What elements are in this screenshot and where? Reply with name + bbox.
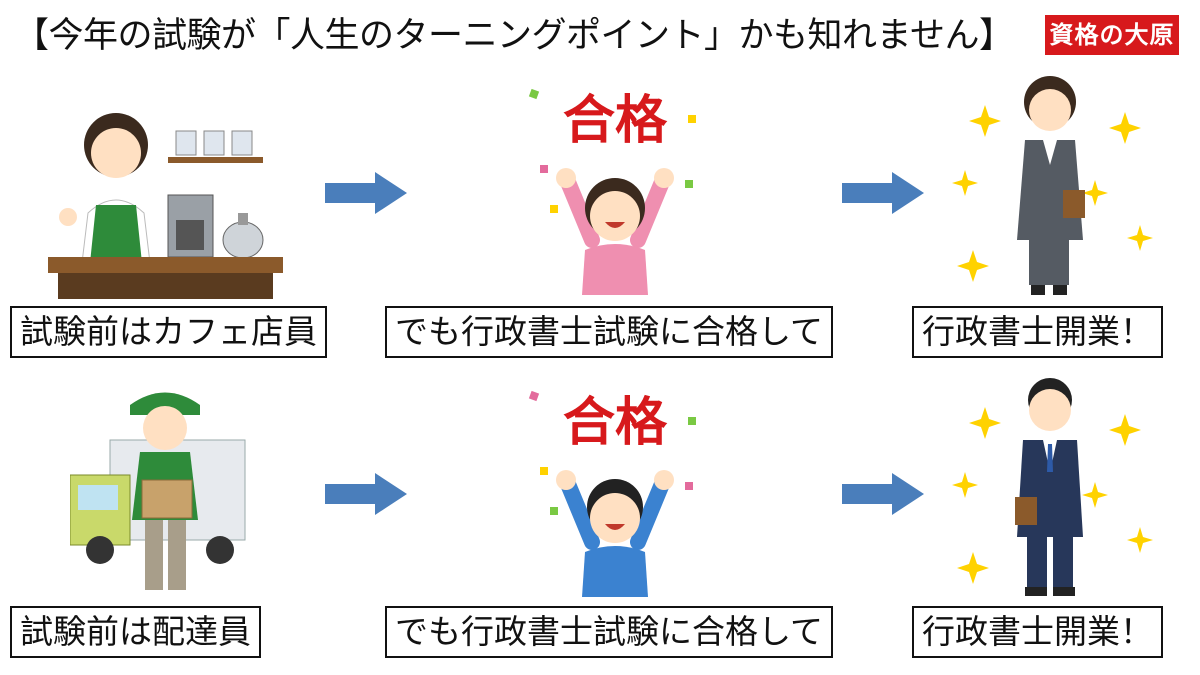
arrow-right-icon xyxy=(325,172,407,214)
professional-man-illustration xyxy=(952,378,1153,596)
arrow-right-icon xyxy=(842,473,924,515)
arrow-right-icon xyxy=(842,172,924,214)
arrow-right-icon xyxy=(325,473,407,515)
pass-badge: 合格 xyxy=(563,393,668,453)
before-label-2: 試験前は配達員 xyxy=(10,606,261,658)
cafe-clerk-illustration xyxy=(48,113,283,299)
pass-badge: 合格 xyxy=(563,91,668,151)
brand-logo: 資格の大原 xyxy=(1045,15,1179,55)
professional-woman-illustration xyxy=(952,76,1153,295)
middle-label-1: でも行政書士試験に合格して xyxy=(385,306,834,358)
middle-label-2: でも行政書士試験に合格して xyxy=(385,606,834,658)
after-label-2: 行政書士開業！ xyxy=(912,606,1163,658)
before-label-1: 試験前はカフェ店員 xyxy=(10,306,327,358)
celebrating-woman-illustration: 合格 xyxy=(528,88,696,295)
delivery-worker-illustration xyxy=(70,392,246,590)
after-label-1: 行政書士開業！ xyxy=(912,306,1163,358)
celebrating-man-illustration: 合格 xyxy=(528,390,696,597)
page-title: 【今年の試験が「人生のターニングポイント」かも知れません】 xyxy=(14,16,1014,56)
